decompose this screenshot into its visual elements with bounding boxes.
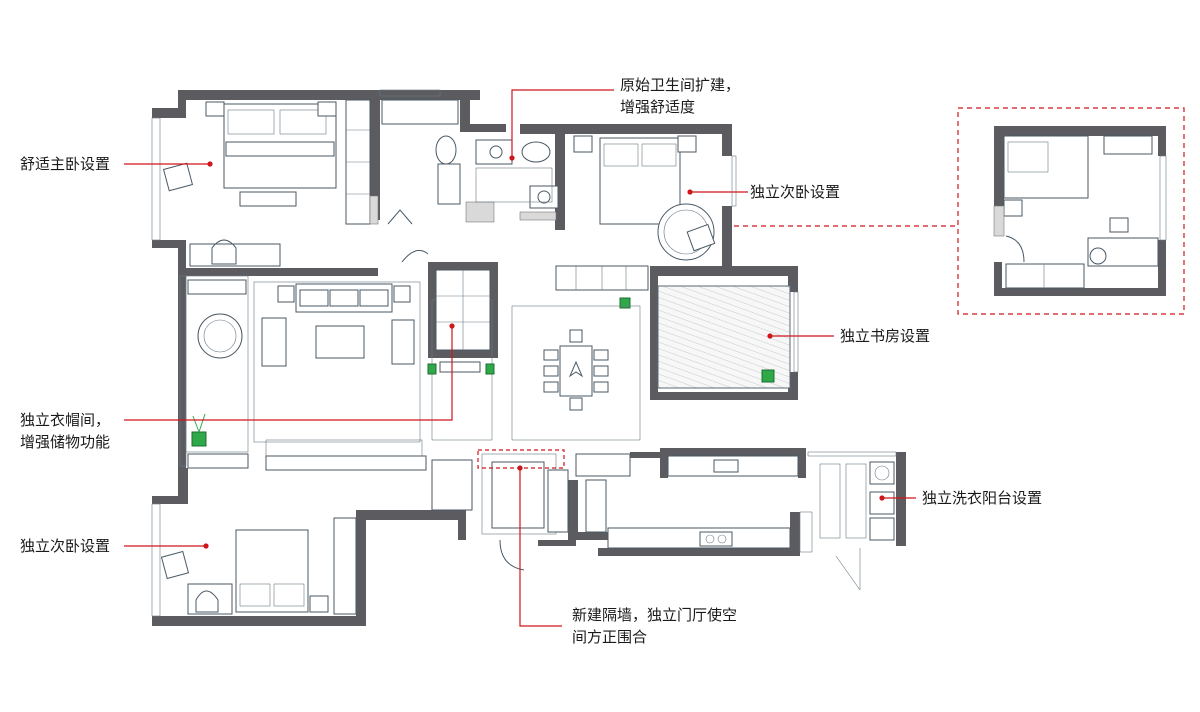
annotation-cloakroom-line2: 增强储物功能 — [20, 433, 111, 451]
annotation-bathroom: 原始卫生间扩建， 增强舒适度 — [620, 74, 740, 118]
annotation-laundry-balcony: 独立洗衣阳台设置 — [922, 489, 1043, 507]
laundry-balcony — [819, 461, 895, 541]
annotation-foyer-line2: 间方正围合 — [572, 628, 648, 646]
living-room-furniture — [253, 281, 495, 471]
cloakroom — [185, 269, 491, 469]
annotation-foyer-line1: 新建隔墙，独立门厅使空 — [572, 606, 738, 624]
leader-lines — [124, 89, 958, 627]
dining-furniture — [511, 305, 641, 441]
annotation-cloakroom: 独立衣帽间， 增强储物功能 — [20, 409, 110, 453]
annotation-master-bedroom: 舒适主卧设置 — [20, 155, 111, 173]
annotation-bathroom-line2: 增强舒适度 — [620, 98, 696, 116]
foyer — [265, 249, 631, 571]
second-bedroom-bottom-furniture — [160, 517, 357, 615]
kitchen — [607, 455, 813, 553]
master-bedroom-furniture — [162, 99, 371, 267]
annotation-foyer: 新建隔墙，独立门厅使空 间方正围合 — [572, 604, 737, 648]
bathroom-fixtures — [369, 99, 559, 225]
inset-alt-bedroom-plan — [957, 107, 1185, 315]
annotation-bathroom-line1: 原始卫生间扩建， — [620, 76, 741, 94]
second-bedroom-top-furniture — [573, 135, 716, 261]
annotation-study: 独立书房设置 — [840, 327, 931, 345]
annotation-second-bedroom-top: 独立次卧设置 — [750, 183, 841, 201]
annotation-cloakroom-line1: 独立衣帽间， — [20, 411, 111, 429]
annotation-second-bedroom-bottom: 独立次卧设置 — [20, 537, 111, 555]
